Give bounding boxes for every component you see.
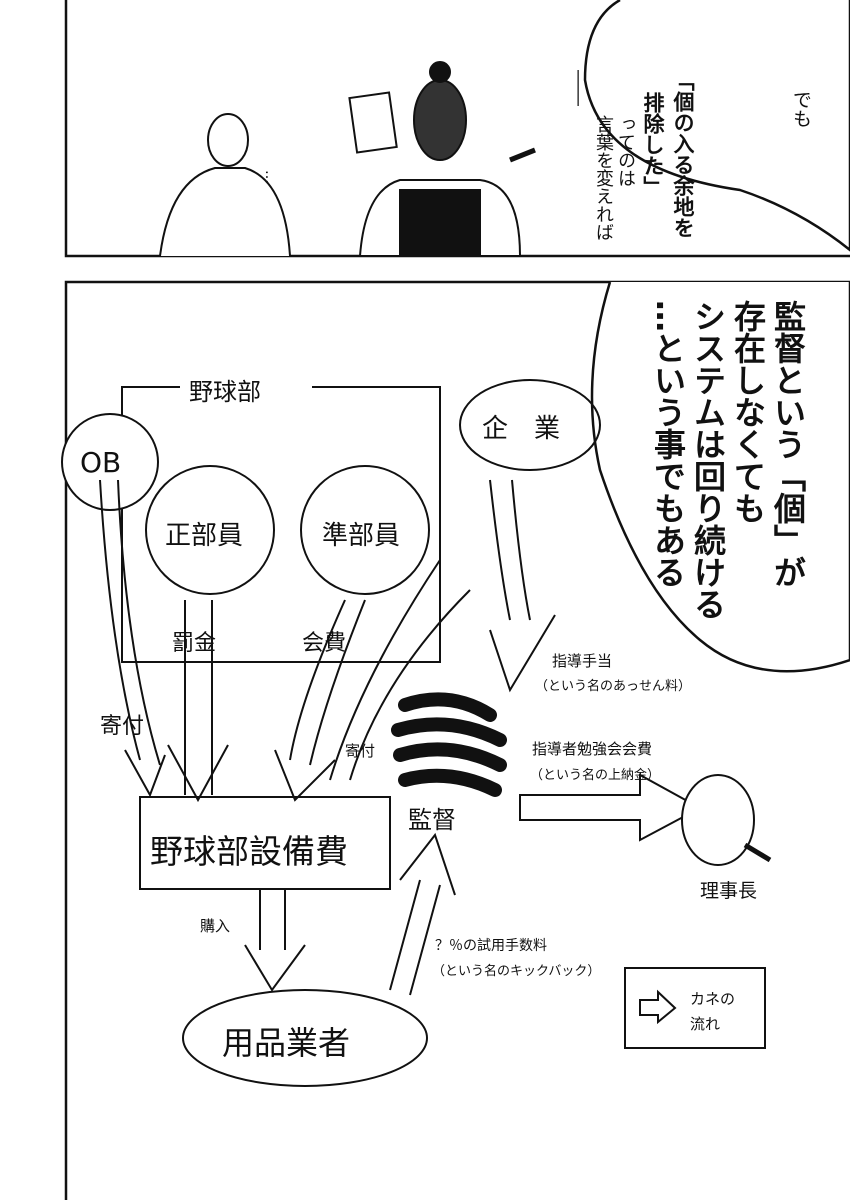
bubble-text-2: 「個の入る余地を xyxy=(671,70,695,238)
bubble-text-4: ってのは xyxy=(615,115,636,187)
club-box xyxy=(121,386,441,663)
company-label: 企 業 xyxy=(482,414,561,444)
bubble-text-5: 言葉を変えれば xyxy=(593,115,614,241)
fines-label: 罰金 xyxy=(172,631,217,656)
chairman-face xyxy=(681,774,772,866)
bottom-speech-bubble xyxy=(590,281,850,673)
equipment-label: 野球部設備費 xyxy=(150,832,348,871)
trial-fee-note: （という名のキックバック） xyxy=(432,964,601,979)
legend-line-1: カネの xyxy=(690,990,736,1008)
ellipsis: … xyxy=(262,170,278,184)
ob-circle xyxy=(61,413,159,511)
coach-label: 監督 xyxy=(408,806,456,834)
donation-label: 寄付 xyxy=(100,714,145,739)
bottom-panel-border xyxy=(64,280,850,1200)
big-bubble-text-3: システムは回り続ける xyxy=(689,300,727,620)
regular-members-circle xyxy=(145,465,275,595)
bald-man-figure xyxy=(159,113,291,257)
chairman-label: 理事長 xyxy=(700,880,758,902)
guidance-fee-note: （という名のあっせん料） xyxy=(535,679,692,694)
money-arrow-to-chairman xyxy=(519,773,703,842)
top-speech-bubble xyxy=(583,0,850,252)
big-bubble-text-4: …という事でもある xyxy=(649,300,687,588)
trial-fee-label: ？％の試用手数料 xyxy=(435,938,547,954)
top-panel-border xyxy=(64,0,850,258)
associate-members-label: 準部員 xyxy=(322,521,401,551)
associate-members-circle xyxy=(300,465,430,595)
study-fee-note: （という名の上納金） xyxy=(530,768,661,783)
vendor-ellipse xyxy=(182,989,428,1087)
equipment-box xyxy=(139,796,391,890)
legend-line-2: 流れ xyxy=(690,1015,721,1033)
guidance-fee-label: 指導手当 xyxy=(552,652,613,670)
fees-label: 会費 xyxy=(302,631,347,656)
big-bubble-text-2: 存在しなくても xyxy=(729,300,767,524)
vendor-label: 用品業者 xyxy=(222,1024,351,1062)
regular-members-label: 正部員 xyxy=(165,521,244,551)
bubble-text-1: でも xyxy=(790,90,812,128)
bubble-dash: ―― xyxy=(568,70,589,106)
bubble-text-3: 排除した」 xyxy=(641,92,665,197)
ob-label: OB xyxy=(80,446,122,479)
company-ellipse xyxy=(459,379,601,471)
donation-small-label: 寄付 xyxy=(345,742,376,760)
coach-figure xyxy=(348,61,536,257)
study-fee-label: 指導者勉強会会費 xyxy=(532,740,653,758)
club-label: 野球部 xyxy=(185,372,265,407)
big-bubble-text-1: 監督という「個」が xyxy=(769,300,807,588)
purchase-label: 購入 xyxy=(200,917,231,935)
legend-box xyxy=(624,967,766,1049)
scribbled-coach-face xyxy=(391,692,507,797)
